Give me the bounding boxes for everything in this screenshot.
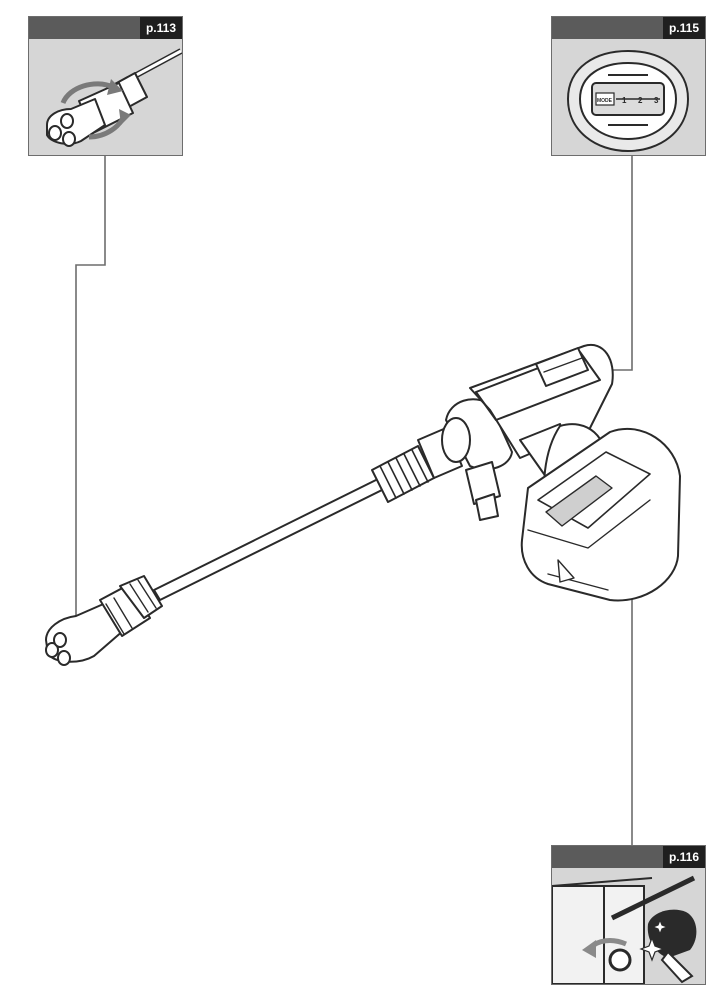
callout-nozzle[interactable]: p.113	[28, 16, 183, 156]
mode-dial	[535, 347, 589, 387]
filter-ring-icon	[608, 948, 632, 972]
mode-switch-illustration: MODE 1 2 3	[567, 50, 689, 152]
sparkle-icon	[639, 918, 669, 962]
page-reference-115: p.115	[662, 17, 705, 39]
mode-position-3: 3	[654, 96, 659, 105]
page-reference-116: p.116	[662, 846, 705, 868]
callout-maintenance[interactable]: p.116	[551, 845, 706, 985]
rotate-arrow-icon	[60, 81, 115, 105]
water-inlet	[465, 461, 501, 505]
lance-tube	[153, 477, 387, 601]
leader-line-mode	[605, 156, 633, 371]
battery-pack	[520, 427, 681, 602]
maintenance-illustration	[552, 875, 697, 984]
nozzle-rotate-illustration	[46, 48, 182, 147]
page-reference-113: p.113	[139, 17, 182, 39]
mode-position-1: 1	[622, 96, 627, 105]
mode-position-2: 2	[638, 96, 643, 105]
mode-dial-label: MODE	[597, 98, 613, 104]
leader-line-nozzle	[75, 156, 106, 625]
callout-mode-switch[interactable]: p.115 MODE 1 2 3	[551, 16, 706, 156]
